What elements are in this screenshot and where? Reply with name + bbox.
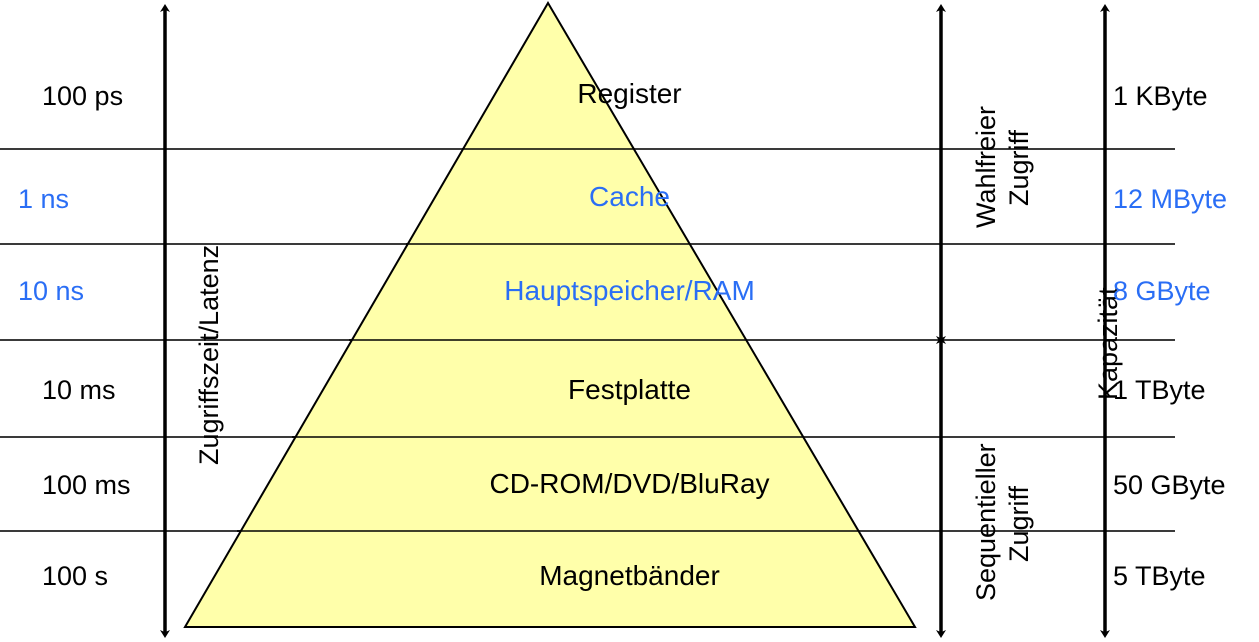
pyramid-tier-tape: Magnetbänder [539, 560, 720, 591]
pyramid-tier-harddisk: Festplatte [568, 374, 691, 405]
pyramid-tier-cache: Cache [589, 181, 670, 212]
capacity-tick-0: 1 KByte [1113, 81, 1208, 111]
pyramid-tier-register: Register [577, 78, 682, 109]
latency-tick-2: 10 ns [18, 276, 85, 306]
random-access-caption-line2: Zugriff [1004, 129, 1034, 206]
sequential-access-caption-line1: Sequentieller [971, 443, 1001, 601]
capacity-tick-2: 8 GByte [1113, 276, 1211, 306]
capacity-tick-4: 50 GByte [1113, 470, 1226, 500]
sequential-access-caption-line2: Zugriff [1004, 485, 1034, 562]
capacity-tick-5: 5 TByte [1113, 561, 1206, 591]
pyramid-shape [183, 1, 917, 628]
capacity-tick-3: 1 TByte [1113, 375, 1206, 405]
pyramid-tier-optical: CD-ROM/DVD/BluRay [489, 468, 770, 499]
latency-tick-5: 100 s [42, 561, 109, 591]
latency-tick-1: 1 ns [18, 184, 70, 214]
random-access-caption-line1: Wahlfreier [971, 105, 1001, 228]
pyramid-tier-ram: Hauptspeicher/RAM [504, 275, 755, 306]
latency-tick-3: 10 ms [42, 375, 116, 405]
pyramid-tier-dividers [237, 148, 859, 532]
latency-tick-4: 100 ms [42, 470, 131, 500]
capacity-tick-1: 12 MByte [1113, 184, 1228, 214]
latency-tick-0: 100 ps [42, 81, 124, 111]
